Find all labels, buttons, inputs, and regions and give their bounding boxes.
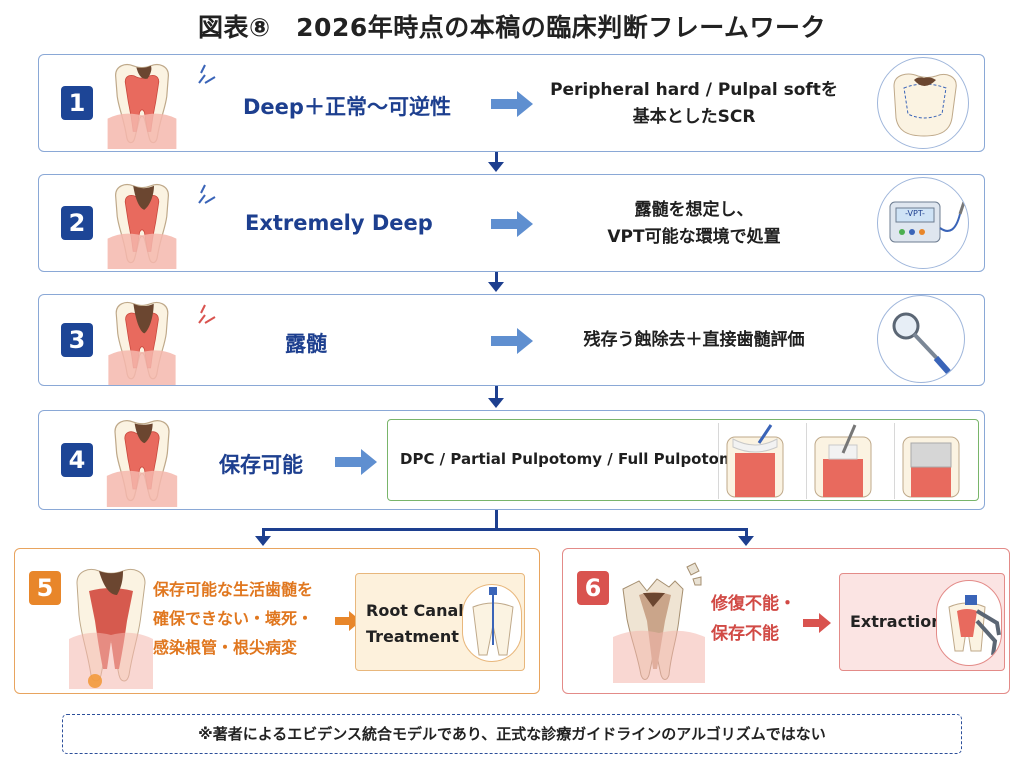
step-1-description: Peripheral hard / Pulpal softを 基本としたSCR: [539, 77, 849, 131]
connector-line: [262, 528, 265, 538]
tooth-fractured-icon: [613, 562, 705, 683]
right-arrow-icon: [491, 91, 533, 117]
right-arrow-red-icon: [803, 613, 831, 633]
step-3-box: 3 露髄 残存う蝕除去＋直接歯髄評価: [38, 294, 985, 386]
connector-line: [495, 272, 498, 284]
extraction-box: Extraction: [839, 573, 1005, 671]
down-arrow-icon: [738, 536, 754, 546]
branch-6-box: 6 修復不能・ 保存不能 Extraction: [562, 548, 1010, 694]
step-1-desc-line2: 基本としたSCR: [632, 107, 756, 127]
branch-line: [262, 528, 748, 531]
down-arrow-icon: [488, 162, 504, 172]
step-1-condition: Deep＋正常～可逆性: [243, 95, 451, 119]
extraction-label: Extraction: [850, 612, 943, 631]
connector-line: [495, 510, 498, 530]
disclaimer-note: ※著者によるエビデンス統合モデルであり、正式な診療ガイドラインのアルゴリズムでは…: [62, 714, 962, 754]
connector-line: [745, 528, 748, 538]
extraction-forceps-icon: [936, 580, 1002, 666]
root-canal-label-line1: Root Canal: [366, 601, 464, 620]
root-canal-treatment-box: Root Canal Treatment: [355, 573, 525, 671]
tooth-caries-icon: [106, 63, 177, 149]
vpt-options-box: DPC / Partial Pulpotomy / Full Pulpotomy: [387, 419, 979, 501]
alert-lines-red-icon: [198, 304, 216, 324]
alert-lines-icon: [198, 184, 216, 204]
down-arrow-icon: [255, 536, 271, 546]
step-4-number: 4: [61, 443, 93, 477]
step-3-condition: 露髄: [285, 332, 327, 356]
branch-6-number: 6: [577, 571, 609, 605]
step-2-desc-line1: 露髄を想定し、: [634, 200, 754, 220]
vpt-options-text: DPC / Partial Pulpotomy / Full Pulpotomy: [400, 450, 745, 468]
step-3-number: 3: [61, 323, 93, 357]
right-arrow-icon: [491, 211, 533, 237]
connector-line: [495, 152, 498, 164]
right-arrow-icon: [491, 328, 533, 354]
branch-5-condition-line3: 感染根管・根尖病変: [153, 638, 298, 657]
dental-mirror-icon: [877, 295, 965, 383]
step-3-desc-line1: 残存う蝕除去＋直接歯髄評価: [583, 330, 805, 350]
vpt-device-icon: -VPT-: [877, 177, 969, 269]
branch-5-number: 5: [29, 571, 61, 605]
vpt-device-label: -VPT-: [905, 209, 925, 218]
step-1-desc-line1: Peripheral hard / Pulpal softを: [550, 80, 838, 100]
tooth-vital-pulp-icon: [106, 420, 178, 507]
branch-5-condition: 保存可能な生活歯髄を 確保できない・壊死・ 感染根管・根尖病変: [153, 575, 313, 662]
tooth-caries-layers-icon: [877, 57, 969, 149]
step-2-description: 露髄を想定し、 VPT可能な環境で処置: [539, 197, 849, 251]
partial-pulpotomy-tooth-icon: [806, 423, 878, 499]
right-arrow-orange-icon: [335, 611, 361, 631]
step-3-description: 残存う蝕除去＋直接歯髄評価: [539, 327, 849, 354]
down-arrow-icon: [488, 282, 504, 292]
tooth-deep-caries-icon: [106, 184, 177, 269]
branch-6-condition-line1: 修復不能・: [711, 594, 796, 614]
full-pulpotomy-tooth-icon: [894, 423, 966, 499]
branch-5-condition-line2: 確保できない・壊死・: [153, 609, 314, 628]
root-canal-label: Root Canal Treatment: [366, 598, 464, 650]
dpc-tooth-icon: [718, 423, 790, 499]
branch-6-condition: 修復不能・ 保存不能: [711, 589, 796, 649]
step-2-desc-line2: VPT可能な環境で処置: [607, 227, 781, 247]
step-2-condition: Extremely Deep: [245, 211, 433, 235]
step-1-box: 1 Deep＋正常～可逆性 Peripheral hard / Pulpal s…: [38, 54, 985, 152]
tooth-exposure-icon: [107, 301, 177, 385]
branch-5-box: 5 保存可能な生活歯髄を 確保できない・壊死・ 感染根管・根尖病変 Root C…: [14, 548, 540, 694]
root-canal-label-line2: Treatment: [366, 627, 459, 646]
step-2-number: 2: [61, 206, 93, 240]
step-4-box: 4 保存可能 DPC / Partial Pulpotomy / Full Pu…: [38, 410, 985, 510]
root-canal-file-icon: [462, 584, 522, 662]
branch-5-condition-line1: 保存可能な生活歯髄を: [153, 580, 314, 599]
step-2-box: 2 Extremely Deep 露髄を想定し、 VPT可能な環境で処置 -VP…: [38, 174, 985, 272]
diagram-title: 図表⑧ 2026年時点の本稿の臨床判断フレームワーク: [198, 13, 826, 42]
step-1-number: 1: [61, 86, 93, 120]
right-arrow-icon: [335, 449, 377, 475]
connector-line: [495, 386, 498, 400]
down-arrow-icon: [488, 398, 504, 408]
branch-6-condition-line2: 保存不能: [711, 624, 779, 644]
step-4-condition: 保存可能: [219, 453, 303, 477]
alert-lines-icon: [198, 64, 216, 84]
tooth-periapical-lesion-icon: [69, 569, 153, 689]
